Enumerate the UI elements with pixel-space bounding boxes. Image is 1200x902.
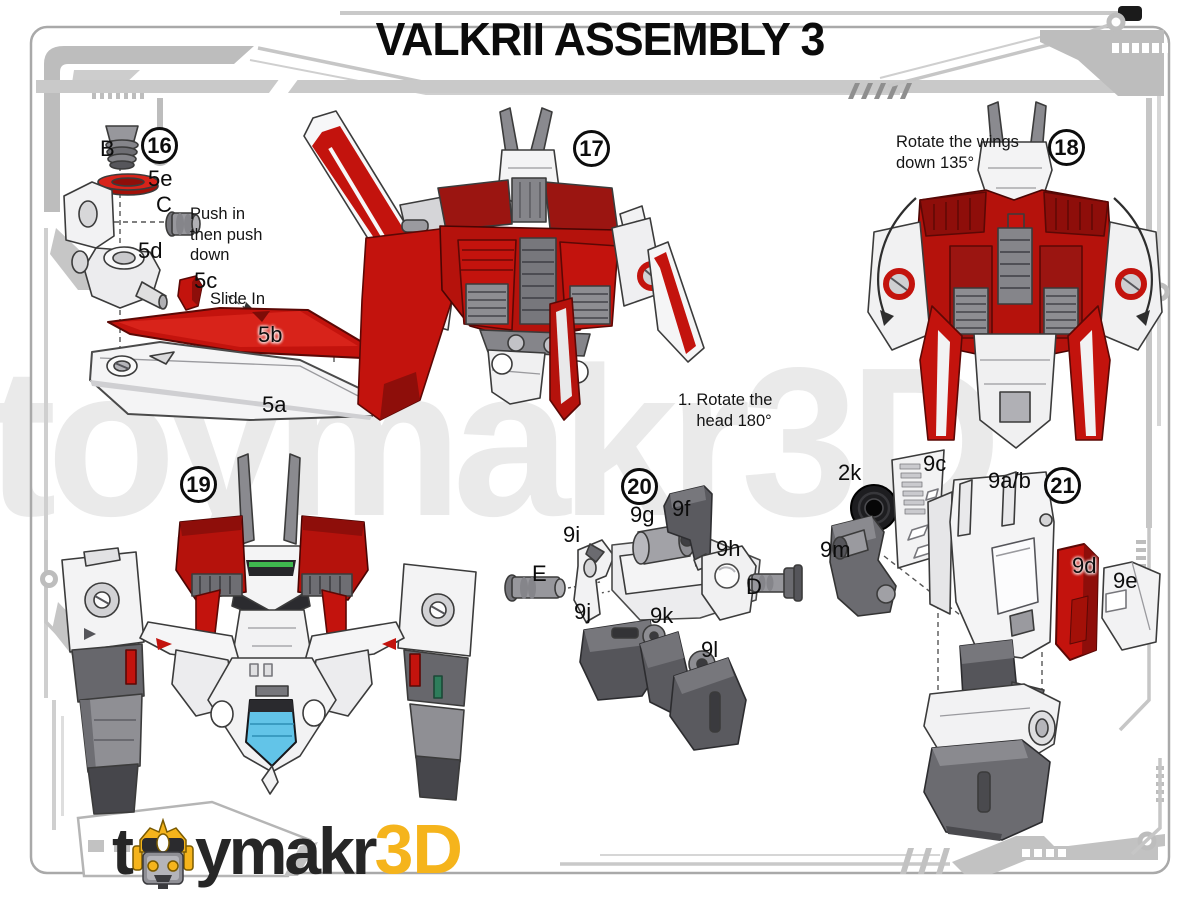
brand-logo: t ymakr 3D — [112, 814, 463, 890]
step-20-badge: 20 — [621, 468, 658, 505]
legs — [973, 333, 1057, 449]
step21-art — [829, 449, 1161, 841]
page-title: VALKRII ASSEMBLY 3 — [375, 13, 826, 65]
logo-text-t: t — [112, 814, 134, 888]
step-18-badge: 18 — [1048, 129, 1085, 166]
step-16-badge: 16 — [141, 127, 178, 164]
part-D-pin — [747, 564, 803, 602]
part-9l-foot — [669, 650, 747, 751]
right-arm — [397, 563, 477, 801]
step-17-badge: 17 — [573, 130, 610, 167]
push-note: Push in then push down — [190, 205, 263, 265]
torso — [437, 177, 619, 357]
down-wings — [919, 305, 1111, 441]
part-label-9m: 9m — [820, 537, 851, 562]
part-label-5c: 5c — [194, 268, 218, 293]
step-19-badge: 19 — [180, 466, 217, 503]
part-5d-bracket — [63, 181, 168, 310]
logo-text-3d: 3D — [374, 810, 462, 888]
part-label-C: C — [156, 192, 172, 217]
rotate-wings-note: Rotate the wings down 135° — [896, 133, 1019, 172]
part-9j-block — [579, 619, 659, 701]
rotate-head-note: 1. Rotate the head 180° — [678, 391, 773, 430]
frame-decoration — [29, 6, 1171, 878]
part-5b-blade — [107, 307, 373, 359]
part-label-9h: 9h — [716, 536, 741, 561]
right-red-fin — [549, 297, 581, 421]
part-label-5b: 5b — [258, 322, 283, 347]
rotation-arrows — [877, 197, 1153, 326]
step16-art — [63, 125, 381, 421]
logo-text-ymakr: ymakr — [194, 814, 377, 888]
robot-head-icon — [132, 818, 194, 889]
part-9d-red — [1055, 543, 1099, 661]
step-21-badge: 21 — [1044, 467, 1081, 504]
part-label-9g: 9g — [630, 502, 655, 527]
step20-art — [504, 485, 803, 751]
part-label-E: E — [532, 561, 547, 586]
part-label-9c: 9c — [923, 451, 947, 476]
part-label-5a: 5a — [262, 392, 287, 417]
part-label-9i: 9i — [563, 522, 581, 547]
part-label-9e: 9e — [1113, 568, 1138, 593]
part-9h-block — [701, 545, 757, 621]
part-B-screw — [105, 125, 139, 170]
part-C-pin — [165, 211, 201, 237]
part-5c-clip — [177, 275, 203, 311]
head-unit — [977, 101, 1053, 207]
part-E-pin — [504, 574, 566, 602]
slide-note: Slide In — [210, 290, 266, 308]
step19-art — [61, 453, 477, 815]
part-5e-disc — [97, 173, 159, 196]
part-label-D: D — [746, 574, 762, 599]
part-label-9d: 9d — [1072, 553, 1097, 578]
step18-art — [867, 101, 1163, 449]
right-wing-cluster — [611, 205, 705, 363]
part-label-9ab: 9a/b — [988, 468, 1031, 493]
left-red-flap — [357, 227, 453, 421]
part-label-5e: 5e — [148, 166, 173, 191]
assembled-leg — [923, 639, 1061, 841]
part-9e-panel — [1101, 561, 1161, 651]
part-label-9l: 9l — [701, 637, 719, 662]
part-label-B: B — [100, 136, 115, 161]
part-9ab-shell — [927, 471, 1055, 659]
step17-art — [303, 107, 705, 421]
part-label-9j: 9j — [574, 599, 592, 624]
part-label-5d: 5d — [138, 238, 163, 263]
part-5a-blade — [89, 341, 381, 421]
part-label-2k: 2k — [838, 460, 862, 485]
part-label-9k: 9k — [650, 603, 674, 628]
central-robot — [139, 453, 405, 795]
left-arm — [61, 547, 145, 815]
part-label-9f: 9f — [672, 496, 691, 521]
part-9i-bracket — [573, 539, 615, 623]
part-9m-bracket — [829, 515, 897, 617]
